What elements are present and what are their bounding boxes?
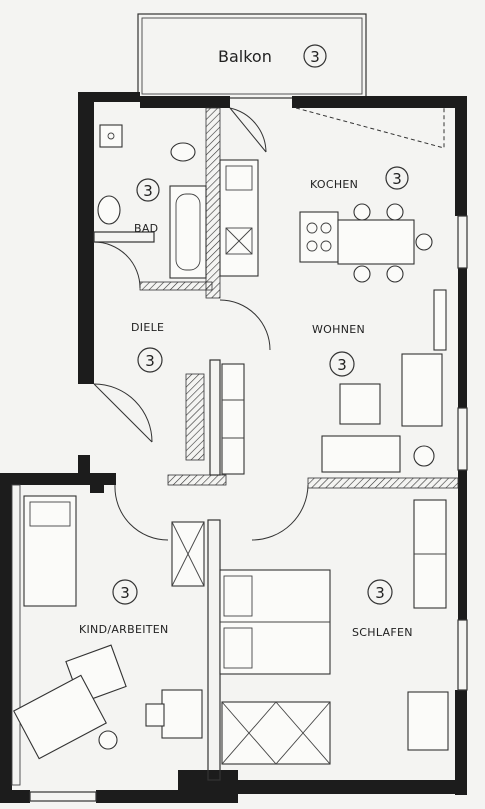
sink xyxy=(225,165,253,191)
room-number-circle-schlafen xyxy=(367,579,393,605)
wardrobe xyxy=(221,701,331,765)
room-number-circle-bad xyxy=(136,178,160,202)
room-number-balkon: 3 xyxy=(310,48,320,66)
doors xyxy=(93,107,445,541)
room-labels: BAD 3 KOCHEN 3 DIELE 3 WOHNEN 3 KIND/ARB… xyxy=(79,166,413,639)
room-number-circle-balkon xyxy=(303,44,327,68)
room-number-bad: 3 xyxy=(143,182,153,200)
room-number-circle-wohnen xyxy=(329,351,355,377)
room-label-bad: BAD xyxy=(134,222,158,235)
room-number-kochen: 3 xyxy=(392,170,402,188)
living-furniture xyxy=(185,289,447,475)
cabinet xyxy=(221,363,245,475)
shower-tray xyxy=(99,124,123,148)
coffee-table xyxy=(339,383,381,425)
sofa xyxy=(321,435,401,473)
kitchen-fixtures xyxy=(219,159,433,283)
room-number-circle-kind xyxy=(112,579,138,605)
room-number-kind: 3 xyxy=(120,584,130,602)
room-label-schlafen: SCHLAFEN xyxy=(352,626,413,639)
bedroom-furniture xyxy=(219,499,449,765)
room-number-schlafen: 3 xyxy=(375,584,385,602)
bathroom-fixtures xyxy=(97,124,207,279)
stove xyxy=(225,227,253,255)
kind-arbeiten-furniture xyxy=(13,495,205,760)
desk xyxy=(13,674,107,760)
room-number-wohnen: 3 xyxy=(337,356,347,374)
room-label-balkon: Balkon xyxy=(218,47,272,66)
balcony: Balkon 3 xyxy=(137,13,367,99)
room-number-circle-kochen xyxy=(385,166,409,190)
room-label-diele: DIELE xyxy=(131,321,164,334)
washbasin xyxy=(97,195,121,225)
dining-table xyxy=(337,219,415,265)
kitchen-island-cooktop xyxy=(299,211,339,263)
sofa-side xyxy=(401,353,443,427)
room-number-diele: 3 xyxy=(145,352,155,370)
toilet xyxy=(170,142,196,162)
bathtub xyxy=(169,185,207,279)
single-bed xyxy=(23,495,77,607)
room-label-wohnen: WOHNEN xyxy=(312,323,365,336)
room-label-kind: KIND/ARBEITEN xyxy=(79,623,169,636)
room-label-kochen: KOCHEN xyxy=(310,178,358,191)
room-number-circle-diele xyxy=(137,347,163,373)
